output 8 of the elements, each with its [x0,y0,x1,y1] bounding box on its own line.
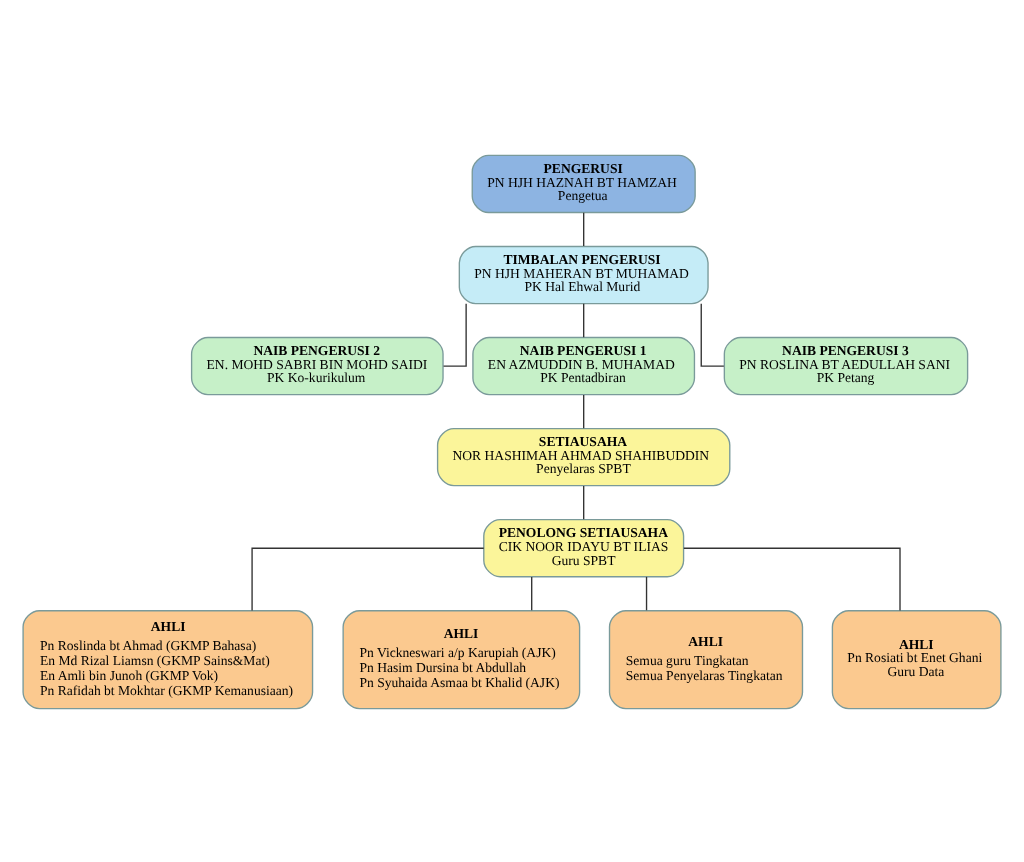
connector [683,546,901,611]
connector [583,211,585,246]
connector [583,484,585,519]
connector [645,575,648,610]
connector [531,575,533,610]
connector [251,546,485,611]
connector [583,393,585,428]
connector [583,302,585,337]
